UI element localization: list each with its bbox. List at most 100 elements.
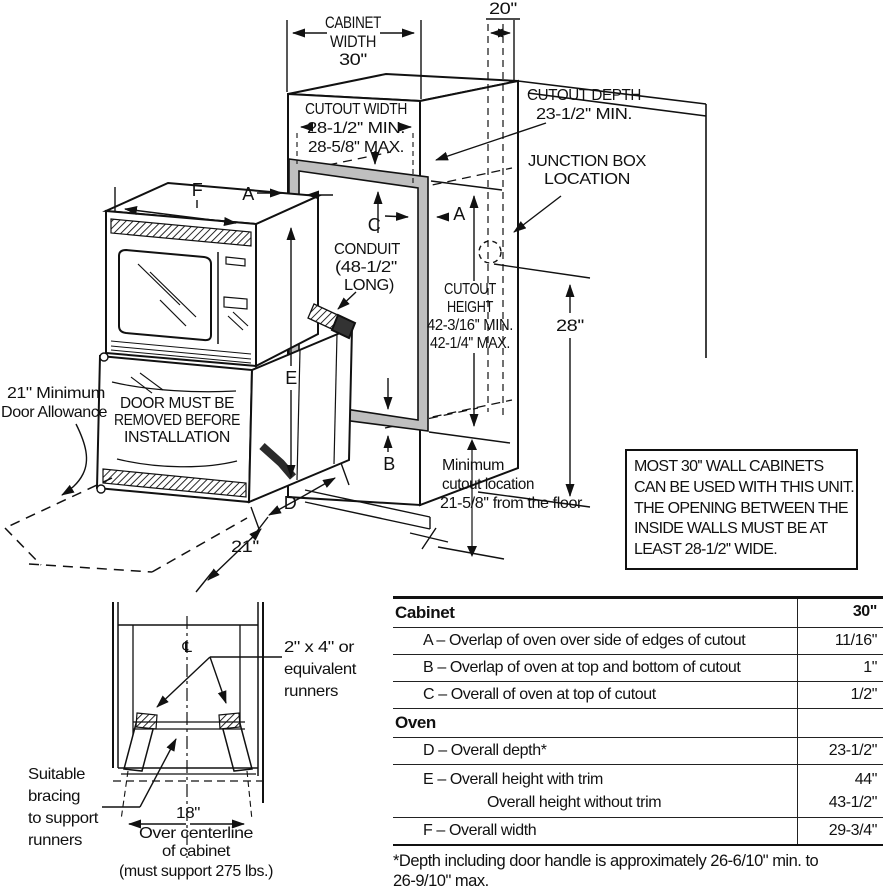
control-panel-display (225, 256, 246, 267)
table-footnote: *Depth including door handle is approxim… (393, 851, 885, 891)
row-d-value: 23-1/2" (797, 738, 883, 764)
ref-label-a-right: A (453, 204, 465, 224)
row-e-label: E – Overall height with trim (423, 771, 603, 788)
table-header-row: Cabinet 30" (393, 599, 883, 628)
note-line: THE OPENING BETWEEN THE (634, 499, 849, 517)
ref-label-b: B (383, 454, 395, 474)
row-c-label: C – Overall of oven at top of cutout (423, 686, 656, 703)
door-warning-1: DOOR MUST BE (120, 395, 234, 412)
footnote-line-1: *Depth including door handle is approxim… (393, 852, 819, 870)
row-d-label: D – Overall depth* (423, 742, 547, 759)
table-header-value: 30" (797, 599, 883, 627)
section-oven-value (797, 709, 883, 737)
cutout-height-label-4: 42-1/4'' MAX. (430, 335, 510, 352)
bracing-label-2: bracing (28, 788, 80, 805)
oven-side-panel-lines (296, 333, 338, 481)
cabinet-width-label-3: 30'' (339, 50, 367, 69)
center-note-2: of cabinet (162, 843, 231, 860)
cabinet-width-label-2: WIDTH (330, 32, 376, 51)
table-row: B – Overlap of oven at top and bottom of… (393, 655, 883, 682)
conduit-label-2: (48-1/2'' (335, 259, 397, 276)
ref-label-f: F (192, 180, 203, 200)
table-row: E – Overall height with trim Overall hei… (393, 765, 883, 819)
junction-box-label-1: JUNCTION BOX (528, 153, 647, 170)
center-note-1: Over centerline (139, 825, 254, 842)
note-line: LEAST 28-1/2'' WIDE. (634, 541, 778, 559)
oven-door-glass-arcs (111, 372, 238, 468)
bracing-label-1: Suitable (28, 766, 86, 783)
dimension-spec-table: Cabinet 30" A – Overlap of oven over sid… (393, 596, 883, 847)
bracing-label-3: to support (28, 810, 99, 827)
oven-unit (95, 181, 357, 504)
cutout-width-label-1: CUTOUT WIDTH (305, 101, 407, 118)
cutout-depth-label-2: 23-1/2'' MIN. (536, 106, 632, 123)
door-hinge-upper (99, 352, 109, 362)
row-a-value: 11/16" (797, 628, 883, 654)
control-panel-button (223, 296, 248, 310)
table-row: C – Overall of oven at top of cutout 1/2… (393, 682, 883, 709)
row-b-value: 1" (797, 655, 883, 681)
row-c-value: 1/2" (797, 682, 883, 708)
min-cutout-label-3: 21-5/8'' from the floor (440, 495, 583, 512)
door-depth-label: 21'' (231, 537, 259, 556)
runner-label-2: equivalent (284, 661, 357, 678)
cutout-depth-label-1: CUTOUT DEPTH (527, 87, 641, 104)
cutout-width-label-3: 28-5/8'' MAX. (308, 139, 404, 156)
ref-label-a-left: A (242, 184, 254, 204)
cutout-height-label-3: 42-3/16'' MIN. (427, 317, 513, 334)
runner-label-3: runners (284, 683, 338, 700)
wall-cabinet-note-box: MOST 30'' WALL CABINETS CAN BE USED WITH… (625, 449, 858, 570)
conduit-label-1: CONDUIT (334, 241, 401, 258)
row-f-value: 29-3/4" (797, 818, 883, 845)
table-row: A – Overlap of oven over side of edges o… (393, 628, 883, 655)
dimension-lines (61, 18, 591, 593)
row-a-label: A – Overlap of oven over side of edges o… (423, 632, 746, 649)
floor-reference-line (304, 489, 449, 550)
bracing-width-dim: 18" (176, 805, 200, 822)
junction-box-label-2: LOCATION (544, 171, 630, 188)
min-cutout-label-2: cutout location (442, 476, 534, 493)
note-line: CAN BE USED WITH THIS UNIT. (634, 478, 855, 496)
runner-left-end (135, 712, 158, 730)
runner-label-1: 2" x 4" or (284, 639, 355, 656)
note-line: INSIDE WALLS MUST BE AT (634, 520, 828, 538)
conduit-label-3: LONG) (344, 277, 394, 294)
window-shine-lines (137, 263, 197, 327)
microwave-vent-grille (110, 218, 252, 247)
cutout-height-label-1: CUTOUT (444, 281, 497, 298)
cutout-width-label-2: 28-1/2'' MIN. (307, 120, 405, 137)
min-cutout-label-1: Minimum (442, 457, 504, 474)
cutout-height-label-2: HEIGHT (447, 299, 493, 316)
door-allowance-label-1: 21" Minimum (7, 385, 105, 402)
note-line: MOST 30'' WALL CABINETS (634, 458, 824, 475)
door-warning-2: REMOVED BEFORE (114, 412, 240, 429)
centerline-symbol: ℄ (181, 638, 192, 656)
microwave-lower-ribs (110, 340, 252, 364)
ref-label-e: E (285, 368, 297, 388)
center-note-3: (must support 275 lbs.) (119, 863, 273, 880)
row-e-value: 44" (854, 771, 878, 788)
oven-door-vent (102, 468, 247, 498)
table-section-row: Oven (393, 709, 883, 738)
door-allowance-label-2: Door Allowance (1, 404, 107, 421)
row-e-value-2: 43-1/2" (828, 794, 878, 812)
table-row: D – Overall depth* 23-1/2" (393, 738, 883, 765)
bracing-label-4: runners (28, 832, 82, 849)
ref-label-d: D (284, 493, 297, 513)
junction-box-circle (478, 240, 502, 264)
door-hinge-lower (96, 484, 106, 494)
ref-label-c: C (368, 215, 381, 235)
table-header-label: Cabinet (395, 603, 455, 622)
open-door-footprint (4, 477, 248, 573)
row-e-label-2: Overall height without trim (487, 794, 662, 812)
bracing-detail (102, 602, 282, 858)
runner-right-end (218, 712, 241, 730)
row-f-label: F – Overall width (423, 822, 537, 840)
row-b-label: B – Overlap of oven at top and bottom of… (423, 659, 741, 676)
top-depth-label: 20'' (489, 0, 517, 18)
conduit-elbow (330, 313, 357, 340)
microwave-window (118, 248, 212, 342)
bracing-labels: ℄ 2" x 4" or equivalent runners Suitable… (28, 638, 357, 880)
